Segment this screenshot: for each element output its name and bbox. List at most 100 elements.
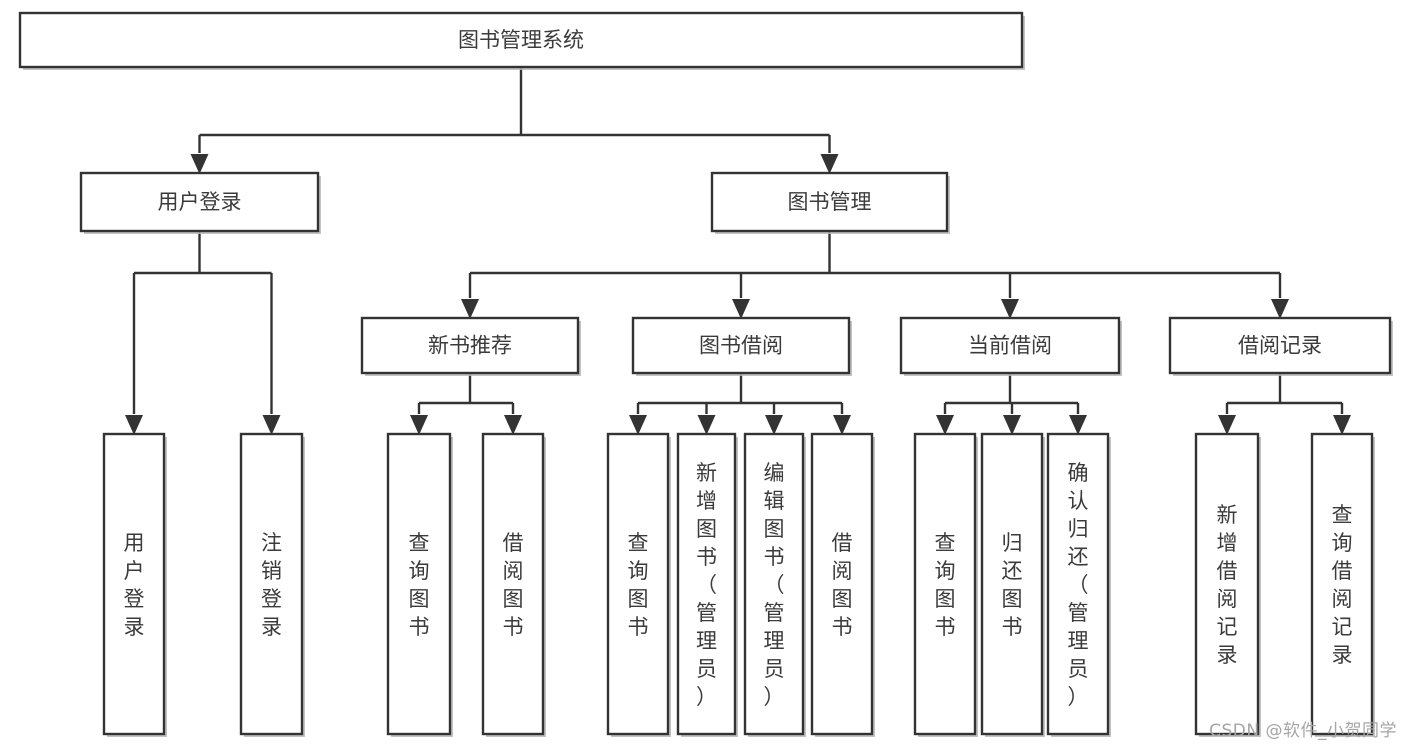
node-user-login[interactable]: 用户登录 (79, 171, 321, 234)
svg-text:归: 归 (1068, 517, 1089, 541)
svg-text:图: 图 (832, 587, 853, 611)
arrow-head-icon (410, 415, 428, 435)
svg-text:查: 查 (1332, 503, 1353, 527)
node-label: 用户登录 (158, 190, 242, 214)
svg-text:图: 图 (1002, 587, 1023, 611)
arrow-head-icon (1001, 299, 1019, 319)
edge-group-borrow-record (1218, 373, 1351, 435)
svg-text:借: 借 (1332, 559, 1353, 583)
svg-text:销: 销 (261, 559, 282, 583)
svg-text:询: 询 (935, 559, 956, 583)
arrow-head-icon (1218, 415, 1236, 435)
svg-text:记: 记 (1217, 615, 1238, 639)
node-root[interactable]: 图书管理系统 (18, 11, 1025, 70)
svg-text:记: 记 (1332, 615, 1353, 639)
node-book-borrow[interactable]: 图书借阅 (631, 316, 852, 376)
node-label: 新书推荐 (428, 334, 512, 358)
svg-text:图: 图 (935, 587, 956, 611)
svg-text:认: 认 (1068, 489, 1089, 513)
svg-text:查: 查 (628, 531, 649, 555)
svg-text:阅: 阅 (1332, 587, 1353, 611)
arrow-head-icon (936, 415, 954, 435)
svg-text:（: （ (696, 573, 717, 597)
arrow-head-icon (125, 415, 143, 435)
arrow-head-icon (262, 415, 281, 435)
node-new-book-recommend[interactable]: 新书推荐 (360, 316, 581, 376)
svg-text:阅: 阅 (832, 559, 853, 583)
arrow-head-icon (1069, 415, 1087, 435)
svg-text:员: 员 (1068, 657, 1089, 681)
svg-text:户: 户 (124, 559, 145, 583)
node-leaf-user-login[interactable]: 用户登录 (102, 432, 167, 737)
svg-text:管: 管 (764, 601, 785, 625)
svg-text:登: 登 (261, 587, 282, 611)
svg-text:询: 询 (628, 559, 649, 583)
svg-text:询: 询 (409, 559, 430, 583)
svg-text:员: 员 (696, 657, 717, 681)
svg-text:增: 增 (1217, 531, 1238, 555)
svg-text:）: ） (696, 685, 717, 709)
svg-text:图: 图 (764, 517, 785, 541)
svg-text:图: 图 (696, 517, 717, 541)
svg-text:录: 录 (261, 615, 282, 639)
svg-text:还: 还 (1002, 559, 1023, 583)
svg-text:书: 书 (935, 615, 956, 639)
arrow-head-icon (732, 299, 750, 319)
arrow-head-icon (629, 415, 647, 435)
svg-text:阅: 阅 (1217, 587, 1238, 611)
edge-group-user-login (125, 231, 281, 435)
arrow-head-icon (765, 415, 783, 435)
node-book-manage[interactable]: 图书管理 (710, 171, 950, 234)
svg-text:）: ） (1068, 685, 1089, 709)
arrow-head-icon (1333, 415, 1351, 435)
edge-group-root (190, 67, 839, 174)
node-layer: 图书管理系统用户登录图书管理新书推荐图书借阅当前借阅借阅记录用户登录注销登录查询… (18, 11, 1393, 737)
svg-text:查: 查 (935, 531, 956, 555)
node-current-borrow[interactable]: 当前借阅 (899, 316, 1122, 376)
svg-text:新: 新 (1217, 503, 1238, 527)
svg-text:登: 登 (124, 587, 145, 611)
node-borrow-record[interactable]: 借阅记录 (1168, 316, 1393, 376)
svg-text:阅: 阅 (503, 559, 524, 583)
node-label: 图书管理 (788, 190, 872, 214)
svg-text:理: 理 (764, 629, 785, 653)
svg-text:新: 新 (696, 461, 717, 485)
svg-text:书: 书 (409, 615, 430, 639)
node-label: 用户登录 (124, 531, 145, 639)
arrow-head-icon (461, 299, 479, 319)
node-label: 图书管理系统 (458, 28, 584, 52)
svg-text:书: 书 (832, 615, 853, 639)
svg-text:理: 理 (696, 629, 717, 653)
edge-layer (125, 67, 1351, 435)
arrow-head-icon (190, 154, 209, 174)
svg-text:图: 图 (409, 587, 430, 611)
svg-text:编: 编 (764, 461, 785, 485)
svg-text:录: 录 (124, 615, 145, 639)
svg-text:借: 借 (832, 531, 853, 555)
svg-text:录: 录 (1217, 643, 1238, 667)
node-label: 借阅记录 (1238, 334, 1322, 358)
svg-text:书: 书 (628, 615, 649, 639)
svg-text:归: 归 (1002, 531, 1023, 555)
